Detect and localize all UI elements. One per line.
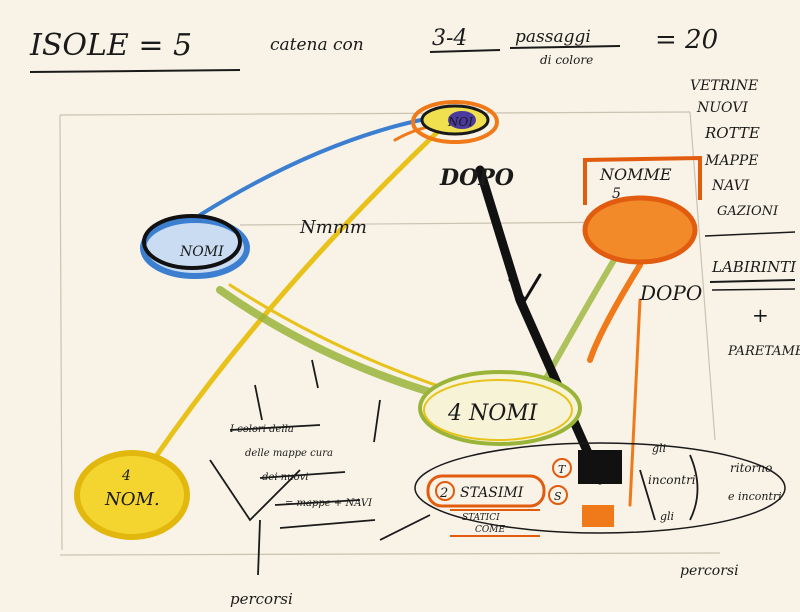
side-list: VETRINE NUOVI ROTTE MAPPE NAVI GAZIONI L… <box>690 78 800 359</box>
side-item-7: LABIRINTI <box>711 258 797 276</box>
right-note-1: gli <box>652 442 666 455</box>
side-item-8: + <box>752 303 769 327</box>
label-scribble: Nmmm <box>299 217 367 238</box>
header-passages-sub: di colore <box>540 53 593 67</box>
green-line-left-center <box>216 286 444 399</box>
yellow-line-left-top <box>137 117 453 483</box>
node-top: NOI <box>411 100 499 144</box>
left-notes-strokes <box>209 359 699 576</box>
left-note-3: dei nuovi <box>262 472 308 483</box>
black-arrow-head <box>508 273 542 303</box>
left-note-2: delle mappe cura <box>245 448 333 459</box>
left-note-4: = mappe + NAVI <box>285 498 373 509</box>
bubble-t: T <box>558 463 567 476</box>
right-note-5: e incontri <box>728 490 782 503</box>
node-station-label: STASIMI <box>460 485 524 501</box>
orange-stem-right <box>628 298 642 507</box>
node-station-sub2: COME <box>475 525 505 535</box>
side-item-4: MAPPE <box>704 153 759 169</box>
node-center: 4 NOMI <box>418 370 582 446</box>
right-note-2: incontri <box>648 473 696 487</box>
label-dopo-black: DOPO <box>439 165 514 191</box>
frame-lines <box>59 111 721 556</box>
side-item-9: PARETAME <box>727 344 800 359</box>
right-note-4: ritorno <box>730 461 772 475</box>
node-station: 2 STASIMI STATICI COME T S <box>414 442 786 537</box>
bottom-left-text: percorsi <box>230 590 293 608</box>
node-center-label: 4 NOMI <box>447 401 539 426</box>
node-left: NOMI <box>140 214 250 279</box>
header-total: = 20 <box>655 25 718 55</box>
connections <box>137 116 643 507</box>
header-islands: ISOLE = 5 <box>29 28 192 63</box>
node-station-num: 2 <box>439 486 448 501</box>
label-dopo-orange: DOPO <box>639 281 702 305</box>
side-item-3: ROTTE <box>704 124 760 142</box>
side-item-5: NAVI <box>711 178 750 194</box>
node-left-label: NOMI <box>179 244 224 260</box>
bottom-right-text: percorsi <box>680 563 739 579</box>
blue-line-left-top <box>198 116 432 217</box>
side-item-1: VETRINE <box>690 78 758 94</box>
bubble-s: S <box>554 490 562 503</box>
left-note-1: I colori della <box>229 424 294 435</box>
node-bottom-left: 4 NOM. <box>74 450 190 540</box>
yellow-line-left-center <box>228 283 452 392</box>
header-chain: catena con <box>270 35 364 55</box>
header-underlines <box>29 45 621 73</box>
header-passages: 3-4 <box>432 26 467 51</box>
node-right-number: 5 <box>612 186 621 202</box>
node-top-label: NOI <box>447 115 473 129</box>
node-right-header: NOMME <box>599 165 672 184</box>
green-line-center-right <box>542 247 623 383</box>
header-passages-word: passaggi <box>515 27 591 47</box>
node-right: NOMME 5 <box>582 155 702 265</box>
side-item-6: GAZIONI <box>717 204 779 219</box>
orange-line-right <box>587 262 643 363</box>
node-station-sub1: STATICI <box>462 513 500 523</box>
right-note-3: gli <box>660 510 674 523</box>
node-bottom-left-num: 4 <box>121 468 131 484</box>
node-bottom-left-label: NOM. <box>104 489 160 510</box>
side-item-2: NUOVI <box>696 100 748 116</box>
